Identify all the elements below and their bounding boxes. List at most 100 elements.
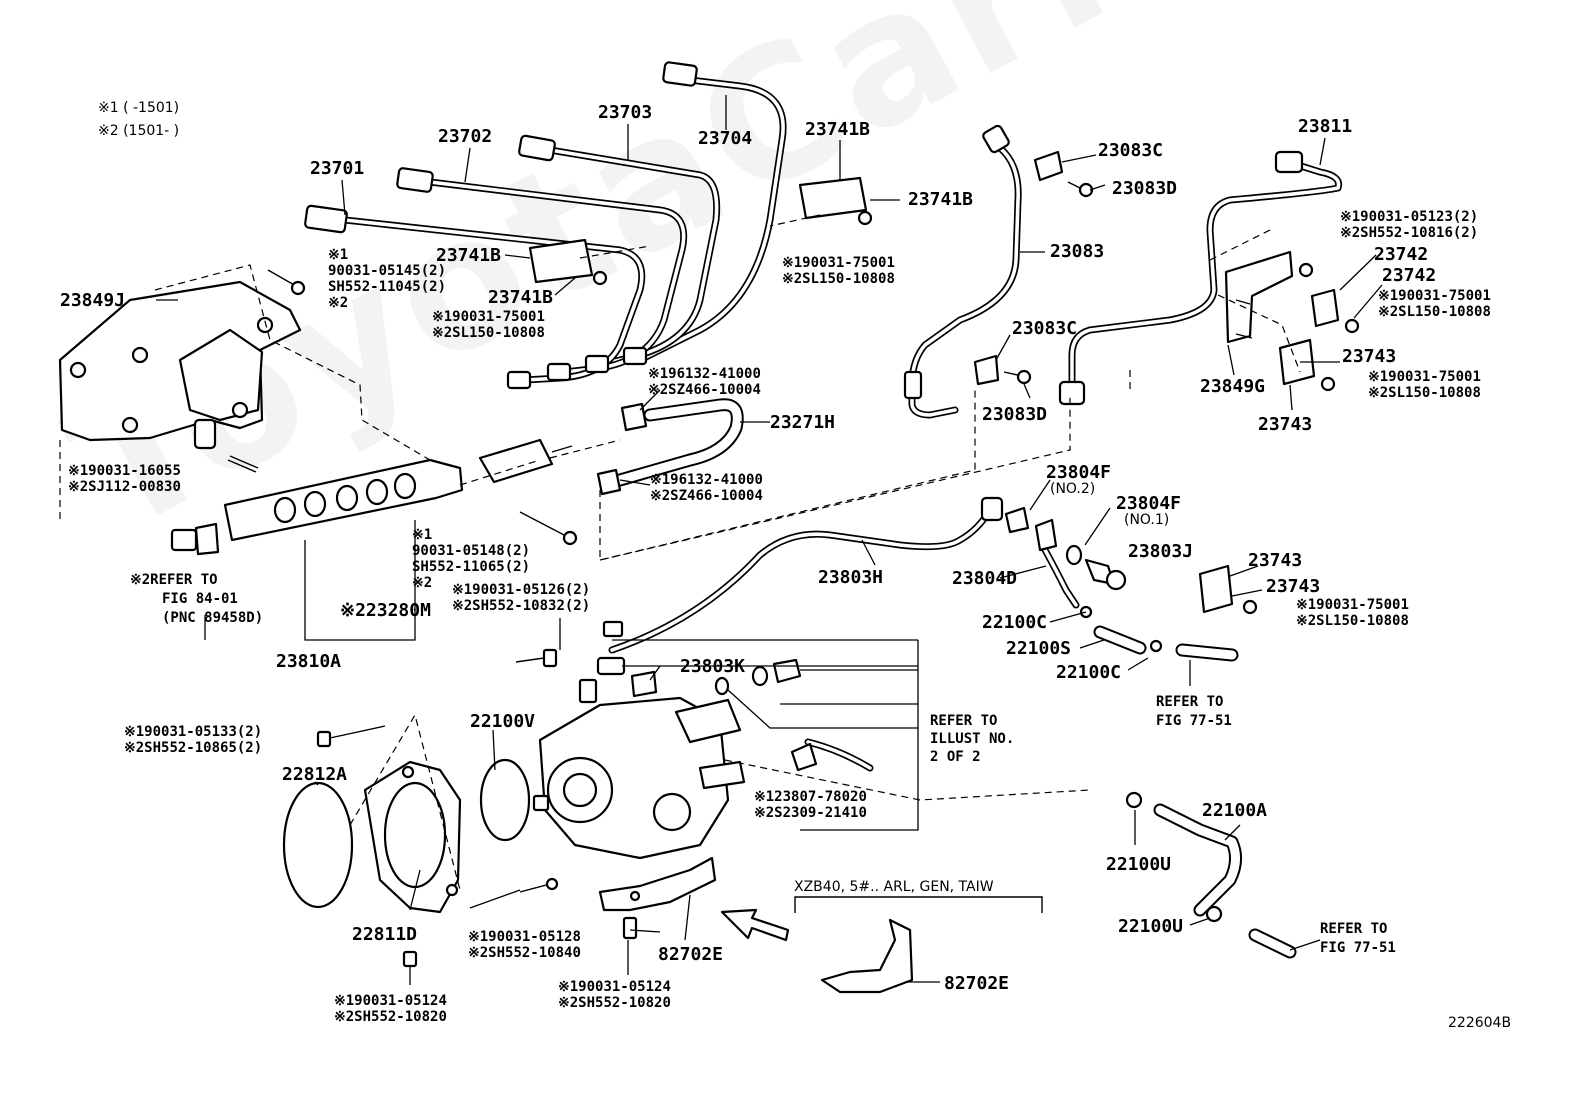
clamps-23743-upper <box>1278 338 1336 392</box>
pressure-limiter-23280m <box>478 438 573 484</box>
pipe-23807-78020 <box>790 738 874 772</box>
callout-23703: 23703 <box>598 102 653 123</box>
stud-90031-16055 <box>227 455 259 473</box>
callout-23743-c: 23743 <box>1248 550 1303 571</box>
callout-note-2b: ※2 <box>412 575 433 591</box>
callout-sh552-11065: SH552-11065(2) <box>412 559 531 575</box>
callout-23083d-top: 23083D <box>1112 178 1178 199</box>
clamps-23742 <box>1310 288 1360 334</box>
union-bolt-23803j <box>1084 558 1127 591</box>
callout-196132-41000-b: ※196132-41000 <box>650 472 763 488</box>
callout-note-2a: ※2 <box>328 295 349 311</box>
callout-23849g: 23849G <box>1200 376 1266 397</box>
injection-pipe-23703 <box>518 134 721 369</box>
callout-23741b-lower: 23741B <box>488 287 554 308</box>
clamp-23741b-upper <box>798 176 873 226</box>
hose-stub-fig77 <box>1175 643 1239 662</box>
callout-variant-xzb40: XZB40, 5#.. ARL, GEN, TAIW <box>794 879 994 895</box>
callout-2sl150-10808-c: ※2SL150-10808 <box>1378 304 1491 320</box>
callout-sh552-11045: SH552-11045(2) <box>328 279 447 295</box>
callout-90031-05148: 90031-05148(2) <box>412 543 531 559</box>
callout-22100c-b: 22100C <box>1056 662 1122 683</box>
callout-23701: 23701 <box>310 158 365 179</box>
bracket-23849j <box>58 280 302 450</box>
callout-23803h: 23803H <box>818 567 884 588</box>
callout-refer-to-a: REFER TO <box>1156 694 1224 710</box>
callout-2sh552-10820-a: ※2SH552-10820 <box>334 1009 447 1025</box>
callout-190031-05128: ※190031-05128 <box>468 929 581 945</box>
callout-no2: (NO.2) <box>1050 481 1096 497</box>
callout-190031-75001-c: ※190031-75001 <box>1378 288 1491 304</box>
callout-fig-84-01: FIG 84-01 <box>162 591 238 607</box>
callout-190031-05124-b: ※190031-05124 <box>558 979 671 995</box>
callout-no1: (NO.1) <box>1124 512 1170 528</box>
bolt-90031-05126 <box>515 648 558 668</box>
callout-22100u-b: 22100U <box>1118 916 1184 937</box>
callout-2sl150-10808-a: ※2SL150-10808 <box>782 271 895 287</box>
assembly-lines <box>59 214 1301 891</box>
callout-23804f-no2: 23804F <box>1046 462 1112 483</box>
callout-2sh552-10865: ※2SH552-10865(2) <box>124 740 263 756</box>
callout-90031-05145: 90031-05145(2) <box>328 263 447 279</box>
callout-23704: 23704 <box>698 128 753 149</box>
callout-23280m: ※223280M <box>340 600 431 621</box>
callout-23083c-bottom: 23083C <box>1012 318 1078 339</box>
callout-190031-05126: ※190031-05126(2) <box>452 582 591 598</box>
callout-23083: 23083 <box>1050 241 1105 262</box>
callout-23083c-top: 23083C <box>1098 140 1164 161</box>
callout-190031-05124-a: ※190031-05124 <box>334 993 447 1009</box>
callout-23810a: 23810A <box>276 651 342 672</box>
pressure-sensor <box>170 522 220 556</box>
callout-note-1a: ※1 <box>328 247 349 263</box>
callout-23702: 23702 <box>438 126 493 147</box>
callout-22100u-a: 22100U <box>1106 854 1172 875</box>
bracket-23849g <box>1224 250 1314 344</box>
callout-22100v: 22100V <box>470 711 536 732</box>
callout-23803k: 23803K <box>680 656 746 677</box>
callout-23741b-left: 23741B <box>436 245 502 266</box>
callout-196132-41000-a: ※196132-41000 <box>648 366 761 382</box>
callout-refer-to-b: REFER TO <box>1320 921 1388 937</box>
clamps-23743-right <box>1198 564 1258 615</box>
callout-2sz466-10004-b: ※2SZ466-10004 <box>650 488 763 504</box>
legend-line-2: ※2 (1501- ) <box>98 123 180 139</box>
o-ring-22100v <box>479 758 531 842</box>
clamp-23741b-lower <box>528 238 608 286</box>
callout-23743-d: 23743 <box>1266 576 1321 597</box>
callout-23271h: 23271H <box>770 412 836 433</box>
callout-2sh552-10840: ※2SH552-10840 <box>468 945 581 961</box>
callout-23849j: 23849J <box>60 290 126 311</box>
callout-pnc-89458d: (PNC 89458D) <box>162 610 264 626</box>
injection-pipe-23701 <box>304 204 646 384</box>
hose-23271h <box>596 398 744 496</box>
callout-190031-75001-d: ※190031-75001 <box>1368 369 1481 385</box>
gaskets-23804f <box>1004 506 1083 566</box>
callout-2sh552-10816: ※2SH552-10816(2) <box>1340 225 1479 241</box>
callout-note-1b: ※1 <box>412 527 433 543</box>
bracket-82702e-variant <box>820 918 914 994</box>
callout-23743-a: 23743 <box>1342 346 1397 367</box>
callout-fig-77-51-b: FIG 77-51 <box>1320 940 1396 956</box>
hose-22100a <box>1125 791 1242 923</box>
callout-190031-75001-a: ※190031-75001 <box>782 255 895 271</box>
pipe-23803h <box>608 496 1004 654</box>
callout-2sj112-00830: ※2SJ112-00830 <box>68 479 181 495</box>
callout-22811d: 22811D <box>352 924 418 945</box>
leader-lines <box>156 95 1383 985</box>
injection-pipe-23704 <box>636 61 787 364</box>
callout-illust-no: ILLUST NO. <box>930 731 1015 747</box>
arrow-variant <box>720 896 1043 942</box>
hose-22100s <box>1079 605 1163 655</box>
callout-2sh552-10820-b: ※2SH552-10820 <box>558 995 671 1011</box>
flange-22811d <box>363 760 462 914</box>
gasket-23803k <box>630 670 658 698</box>
callout-refer-to-illust: REFER TO <box>930 713 998 729</box>
callout-2sh552-10832: ※2SH552-10832(2) <box>452 598 591 614</box>
callout-23742-a: 23742 <box>1374 244 1429 265</box>
callout-23742-b: 23742 <box>1382 265 1437 286</box>
callout-23743-b: 23743 <box>1258 414 1313 435</box>
pump-fittings <box>578 620 626 704</box>
pipe-23811 <box>1058 150 1343 406</box>
